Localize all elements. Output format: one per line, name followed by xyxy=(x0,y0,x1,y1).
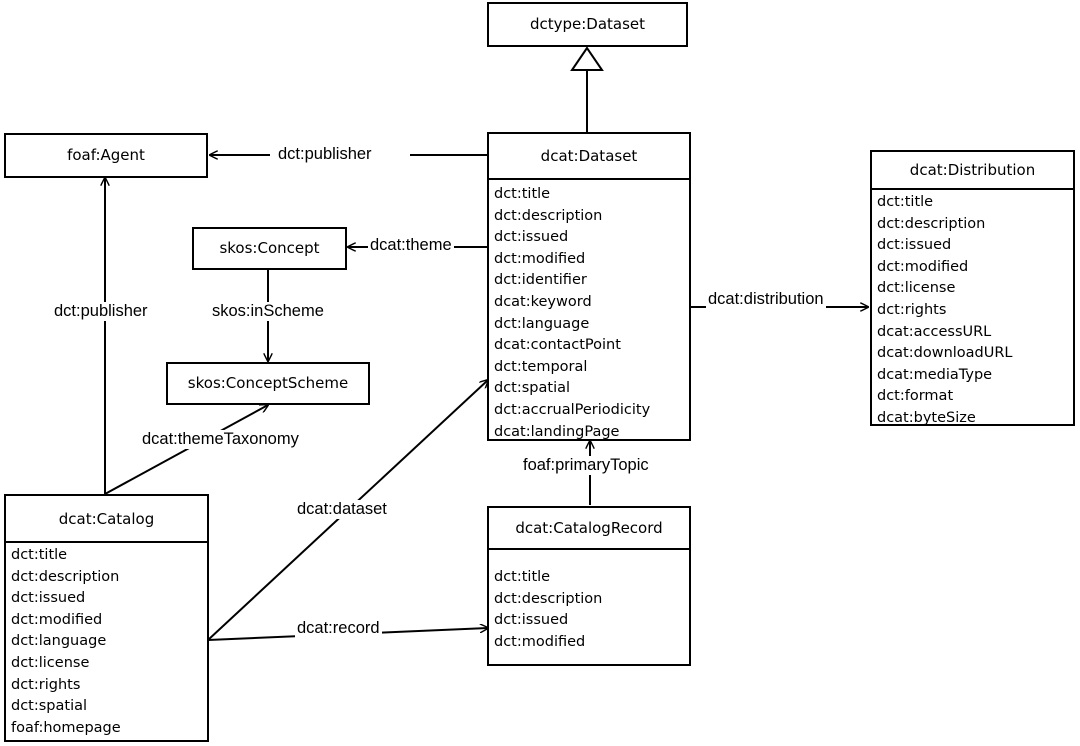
attribute-item: dct:title xyxy=(494,186,551,202)
class-title: dcat:CatalogRecord xyxy=(515,519,663,537)
attribute-item: dct:description xyxy=(494,590,603,607)
class-dctype-dataset: dctype:Dataset xyxy=(487,2,688,47)
class-dcat-dataset: dcat:Dataset dct:title dct:description d… xyxy=(487,132,691,441)
class-skos-concept: skos:Concept xyxy=(192,227,347,270)
attribute-item: dct:description xyxy=(877,215,986,232)
attribute-item: dcat:byteSize xyxy=(877,409,976,426)
class-title: skos:Concept xyxy=(219,239,320,257)
edge-label-catalog-publisher: dct:publisher xyxy=(52,302,150,321)
class-header: dcat:CatalogRecord xyxy=(489,508,689,550)
class-title: foaf:Agent xyxy=(67,146,145,164)
attribute-item: dct:title xyxy=(877,194,934,210)
attribute-item: dct:spatial xyxy=(11,698,88,715)
class-title: dcat:Distribution xyxy=(909,161,1036,179)
attribute-item: dct:license xyxy=(877,280,956,297)
class-title: dcat:Dataset xyxy=(540,147,638,165)
attribute-item: dct:license xyxy=(11,654,90,671)
attribute-item: dct:temporal xyxy=(494,358,588,375)
attribute-item: dct:accrualPeriodicity xyxy=(494,401,651,418)
attribute-item: dct:title xyxy=(494,569,551,585)
attribute-item: dcat:landingPage xyxy=(494,423,620,440)
class-foaf-agent: foaf:Agent xyxy=(4,133,208,178)
class-dcat-catalog-record: dcat:CatalogRecord dct:title dct:descrip… xyxy=(487,506,691,666)
edge-theme-taxonomy-line xyxy=(104,405,268,495)
attribute-item: dct:modified xyxy=(494,250,586,267)
attribute-item: dcat:accessURL xyxy=(877,323,992,340)
attribute-item: dcat:mediaType xyxy=(877,366,993,383)
attribute-item: dct:rights xyxy=(877,301,947,318)
class-title: dcat:Catalog xyxy=(58,509,155,528)
attribute-item: dct:issued xyxy=(494,612,569,629)
class-dcat-catalog: dcat:Catalog dct:title dct:description d… xyxy=(4,494,209,742)
attribute-list: dct:title dct:description dct:issued dct… xyxy=(6,543,207,739)
generalization-triangle xyxy=(570,46,604,71)
attribute-item: dct:language xyxy=(494,315,590,332)
class-header: dcat:Distribution xyxy=(872,152,1073,190)
attribute-list: dct:title dct:description dct:issued dct… xyxy=(872,190,1073,430)
attribute-item: dcat:keyword xyxy=(494,293,592,310)
edge-label-dataset-publisher: dct:publisher xyxy=(276,145,374,164)
class-title: skos:ConceptScheme xyxy=(187,374,349,392)
edge-label-in-scheme: skos:inScheme xyxy=(210,302,326,321)
class-title: dctype:Dataset xyxy=(529,15,646,33)
attribute-item: dcat:contactPoint xyxy=(494,337,621,354)
class-header: dcat:Dataset xyxy=(489,134,689,180)
attribute-item: dct:issued xyxy=(11,590,86,607)
attribute-item: dct:issued xyxy=(494,229,569,246)
class-header: dcat:Catalog xyxy=(6,496,207,543)
class-skos-concept-scheme: skos:ConceptScheme xyxy=(166,362,370,405)
attribute-list: dct:title dct:description dct:issued dct… xyxy=(489,180,689,443)
attribute-item: dct:description xyxy=(11,568,120,585)
attribute-item: dct:identifier xyxy=(494,272,587,289)
attribute-item: dct:description xyxy=(494,207,603,224)
edge-label-primary-topic: foaf:primaryTopic xyxy=(521,456,651,475)
attribute-item: dct:issued xyxy=(877,237,952,254)
attribute-item: dct:spatial xyxy=(494,380,571,397)
attribute-list: dct:title dct:description dct:issued dct… xyxy=(489,550,689,653)
attribute-item: dct:modified xyxy=(494,633,586,650)
attribute-item: dct:modified xyxy=(11,611,103,628)
attribute-item: dct:modified xyxy=(877,258,969,275)
attribute-item: dct:language xyxy=(11,633,107,650)
attribute-item: dct:title xyxy=(11,547,68,563)
edge-label-dataset: dcat:dataset xyxy=(295,500,389,519)
attribute-item: dcat:downloadURL xyxy=(877,345,1013,362)
edge-label-theme: dcat:theme xyxy=(368,236,454,255)
attribute-item: dct:format xyxy=(877,388,954,405)
attribute-item: foaf:homepage xyxy=(11,719,121,736)
edge-label-record: dcat:record xyxy=(295,619,382,638)
attribute-item: dct:rights xyxy=(11,676,81,693)
edge-label-theme-taxonomy: dcat:themeTaxonomy xyxy=(140,430,301,449)
edge-label-distribution: dcat:distribution xyxy=(706,290,826,309)
class-dcat-distribution: dcat:Distribution dct:title dct:descript… xyxy=(870,150,1075,426)
